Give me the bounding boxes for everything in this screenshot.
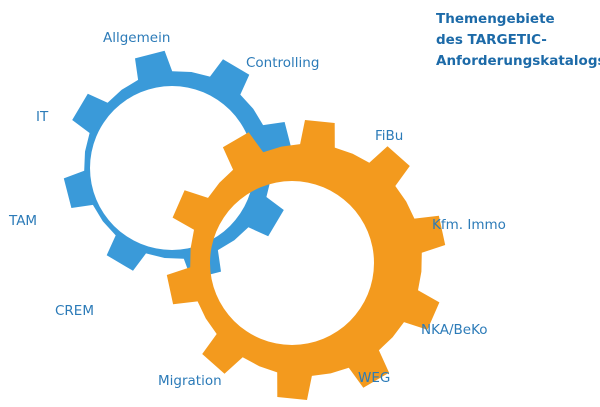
label-controlling: Controlling [246,55,320,71]
orange-gear [166,120,446,400]
label-allgemein: Allgemein [103,30,171,46]
label-crem: CREM [55,303,94,319]
title-line: Themengebiete [436,11,555,27]
label-nka-beko: NKA/BeKo [421,322,488,338]
label-weg: WEG [358,370,391,386]
blue-gear [63,50,293,280]
title-line: des TARGETIC- [436,32,547,48]
diagram-title: Themengebiete des TARGETIC- Anforderungs… [436,9,600,72]
label-it: IT [36,109,49,125]
label-fibu: FiBu [375,128,404,144]
title-line: Anforderungskatalogs [436,53,600,69]
label-migration: Migration [158,373,222,389]
label-kfm-immo: Kfm. Immo [432,217,506,233]
label-tam: TAM [9,213,38,229]
